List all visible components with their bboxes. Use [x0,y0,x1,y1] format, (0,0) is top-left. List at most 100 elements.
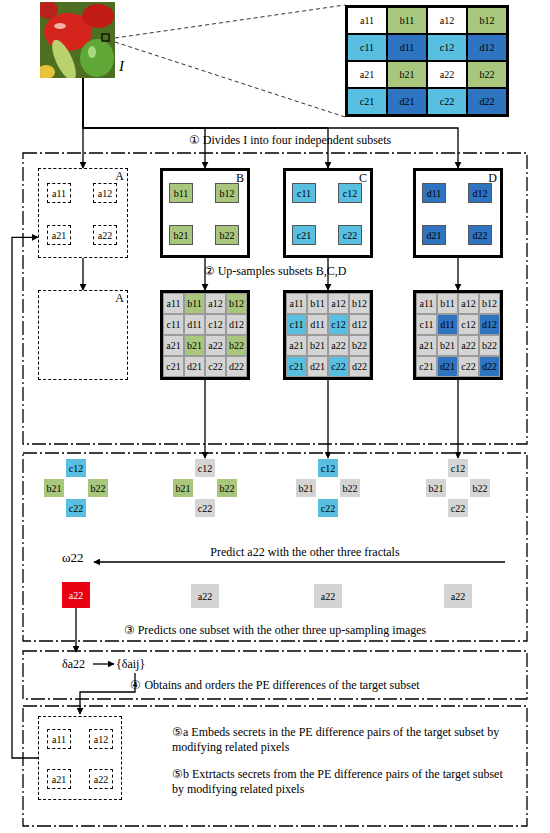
cell-text: c12 [440,42,454,53]
flow-arrow [80,673,135,714]
pixel-cell: b11 [169,183,193,203]
cell-text: b11 [400,15,415,26]
red-pepper [82,4,114,28]
pixel-cell: d12 [468,183,492,203]
step-text: ④ Obtains and orders the PE differences … [22,678,528,693]
pixel-cell: c21 [347,88,387,115]
dash-dot-border [23,453,527,641]
pixel-cell: b21 [387,61,427,88]
pixel-cell: b11 [307,293,328,314]
cell-text: c22 [440,96,454,107]
pixel-box: a22 [444,584,472,608]
pixel-cell: a22 [93,225,117,245]
pixel-cell: d11 [307,314,328,335]
pixel-cell: b12 [226,293,247,314]
cell-text: a12 [440,15,454,26]
pixel-cross: c12b21b22c22 [295,458,361,518]
cell-text: c21 [289,361,303,372]
cell-text: c11 [419,319,433,330]
flow-arrow [327,258,328,290]
flow-arrow [204,258,205,290]
pixel-cell: d12 [349,314,370,335]
pixel-cell: a21 [47,225,71,245]
pixel-cell: a22 [205,335,226,356]
cell-text: d12 [482,319,497,330]
cell-text: c21 [166,361,180,372]
cell-text: a21 [360,69,374,80]
cell-text: c22 [461,361,475,372]
cell-text: c22 [451,503,465,514]
pixel-cell: b21 [184,335,205,356]
pixel-cell: a22 [191,584,219,608]
cell-text: d12 [480,42,495,53]
cell-text: b22 [220,230,235,241]
pixel-cell: c22 [427,88,467,115]
pixel-cell: d22 [468,225,492,245]
cell-text: d12 [229,319,244,330]
cell-text: b22 [220,483,235,494]
image-label: I [119,58,124,75]
pixel-cell: c22 [194,498,216,518]
cell-text: a11 [419,298,433,309]
cell-text: d22 [480,96,495,107]
upsampled-grid: a11b11a12b12c11d11c12d12a21b21a22b22c21d… [413,290,503,380]
step-text: ② Up-samples subsets B,C,D [22,264,528,279]
pixel-cell: a12 [93,183,117,203]
cell-text: a11 [360,15,374,26]
pixel-cell: d12 [467,34,507,61]
cell-text: d21 [310,361,325,372]
cell-text: d21 [440,361,455,372]
pixel-cell: b21 [307,335,328,356]
pixel-cell: c12 [328,314,349,335]
pixel-cell: d21 [422,225,446,245]
dash-dot-border [23,706,527,826]
symbol-label: δa22 [62,657,96,671]
subset-label: A [115,291,124,306]
pixel-cell: c22 [447,498,469,518]
cell-text: a22 [69,590,83,601]
cell-text: b11 [174,188,189,199]
pixel-cell: b22 [216,478,238,498]
pixel-cell: d22 [226,356,247,377]
cell-text: a12 [94,734,108,745]
cell-text: c22 [331,361,345,372]
pixel-cell: a11 [47,183,71,203]
pixel-cell: a12 [328,293,349,314]
pixel-cell: c12 [458,314,479,335]
pixel-box: a22 [314,584,342,608]
cell-text: b21 [176,483,191,494]
pixel-cross: c12b21b22c22 [425,458,491,518]
pixel-cell: a21 [416,335,437,356]
cell-text: c22 [198,503,212,514]
pixel-cell: a22 [458,335,479,356]
subset-box: Cc11c12c21c22 [283,168,373,258]
pixel-cell: d21 [387,88,427,115]
zoom-marker [102,34,109,41]
cell-text: d22 [229,361,244,372]
cell-text: c12 [198,463,212,474]
pixel-cell: c12 [427,34,467,61]
cell-text: d11 [400,42,415,53]
pixel-cell: b12 [479,293,500,314]
cell-text: c21 [297,230,311,241]
step-text: ③ Predicts one subset with the other thr… [22,623,528,638]
cell-text: a21 [52,230,66,241]
pixel-cell: a22 [62,582,90,608]
flow-arrow [82,78,83,168]
cell-text: a12 [331,298,345,309]
cell-text: b11 [187,298,202,309]
pixel-cell: c11 [416,314,437,335]
pixel-cell: b12 [467,7,507,34]
cell-text: b12 [352,298,367,309]
stage-outline [22,705,528,827]
upsampled-grid: a11b11a12b12c11d11c12d12a21b21a22b22c21d… [283,290,373,380]
pixel-cell: c11 [163,314,184,335]
pixel-cell: a22 [427,61,467,88]
flow-arrow [75,608,76,652]
pixel-cell: c22 [65,498,87,518]
pixel-cell: a21 [347,61,387,88]
cell-text: d22 [352,361,367,372]
cell-text: b12 [480,15,495,26]
pixel-cell: c22 [328,356,349,377]
cell-text: b22 [352,340,367,351]
